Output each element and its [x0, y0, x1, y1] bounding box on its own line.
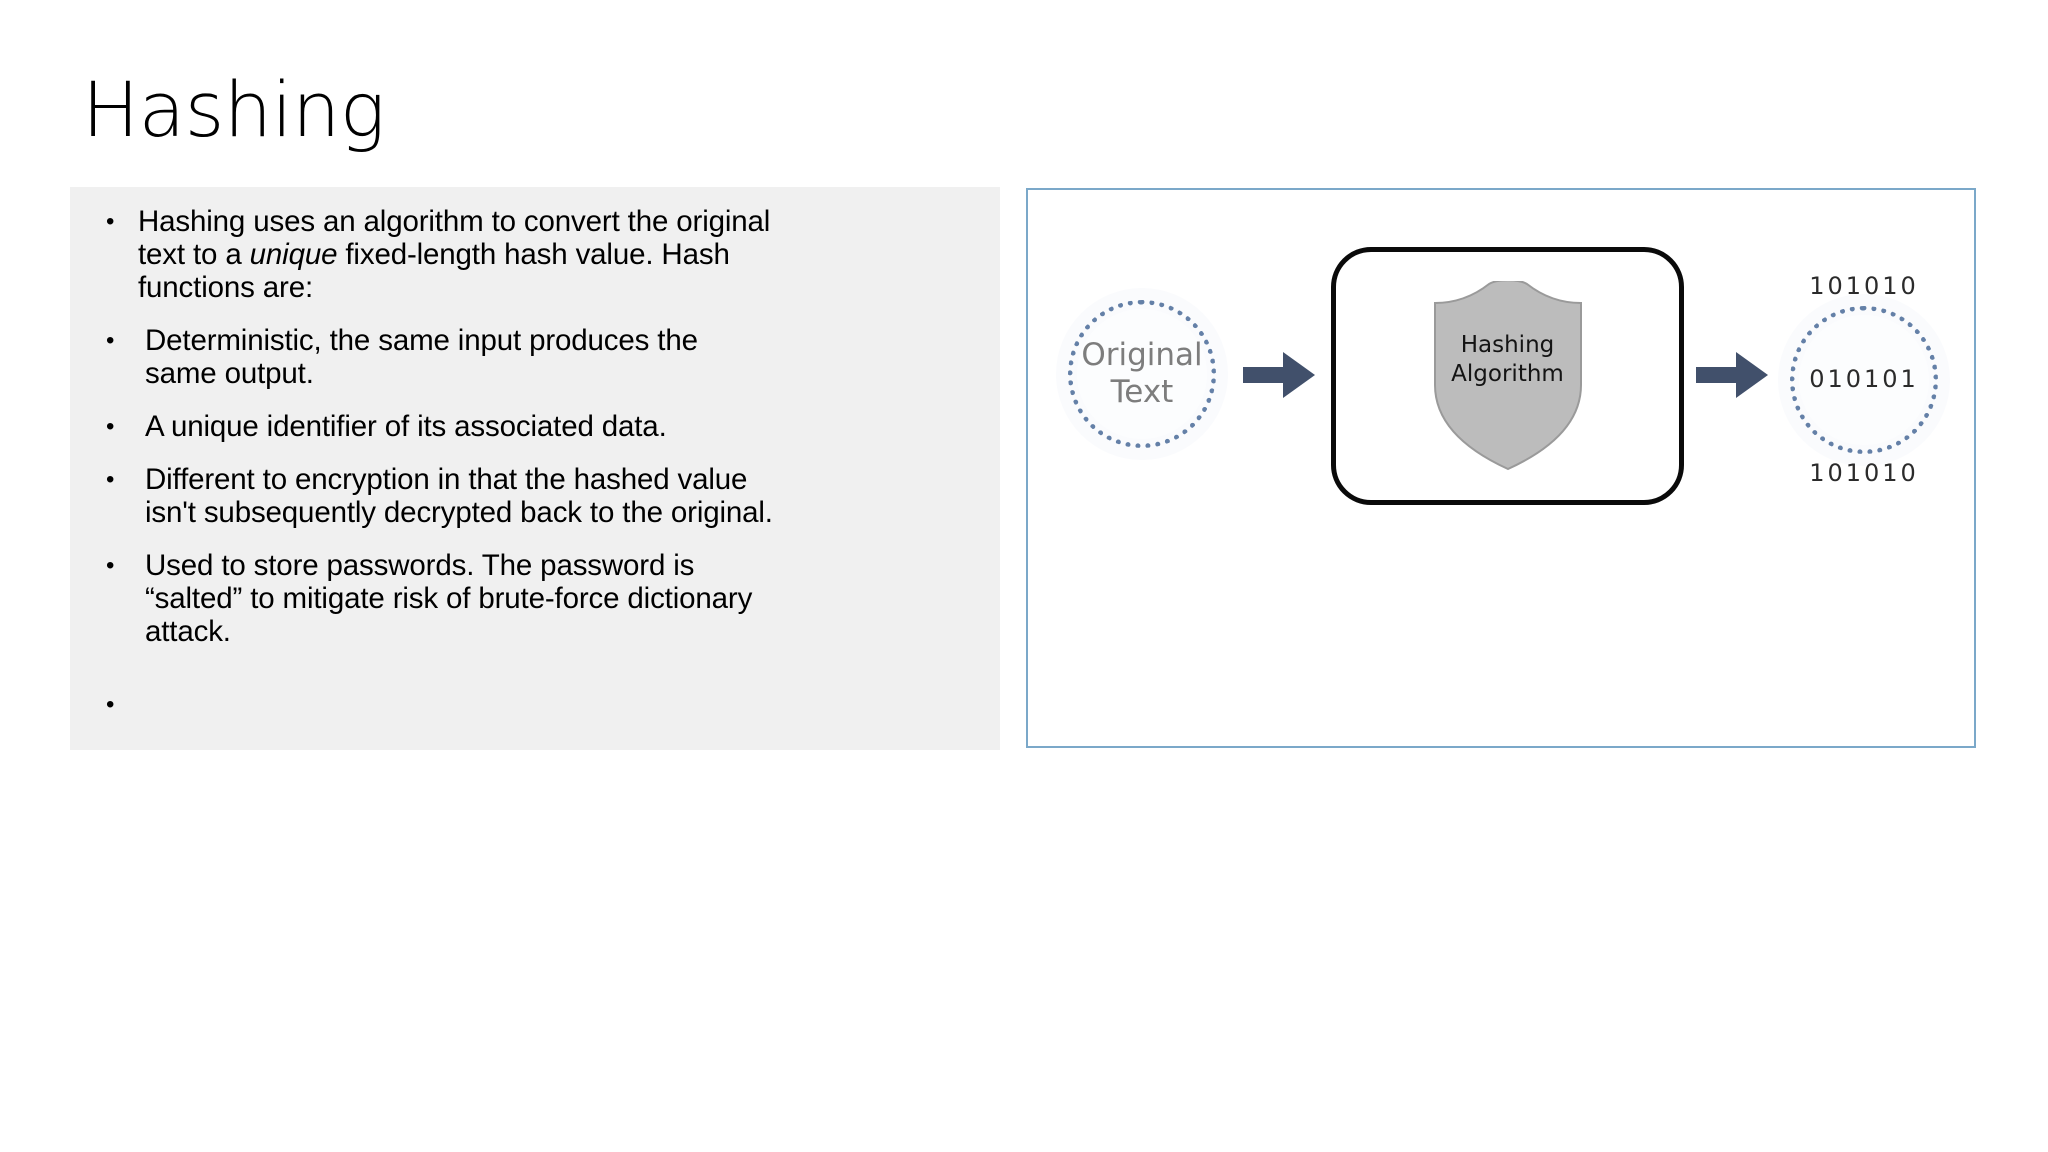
list-item: • Deterministic, the same input produces… — [106, 324, 766, 390]
shield-label-line-2: Algorithm — [1451, 361, 1564, 388]
list-item-text: Hashing uses an algorithm to convert the… — [138, 205, 796, 304]
list-item-empty: • — [106, 688, 706, 721]
list-item-emphasis: unique — [249, 238, 338, 272]
diagram-node-hashing-algorithm: Hashing Algorithm — [1331, 247, 1684, 505]
arrow-head — [1283, 352, 1315, 398]
diagram-node-original-text-label: Original Text — [1081, 337, 1202, 410]
binary-line-1: 101010 — [1809, 271, 1919, 300]
original-text-line-2: Text — [1110, 374, 1174, 410]
page-title: Hashing — [82, 65, 385, 154]
list-item: • Different to encryption in that the ha… — [106, 463, 786, 529]
hashing-flow-diagram: Original Text Hashing Algorithm — [1028, 190, 1974, 746]
bullet-glyph-icon: • — [106, 466, 115, 494]
list-item: • Used to store passwords. The password … — [106, 549, 786, 648]
arrow-head — [1736, 352, 1768, 398]
bullet-glyph-icon: • — [106, 413, 115, 441]
list-item-text-part-2: fixed-length hash value. Hash functions … — [138, 238, 730, 305]
list-item-text-part-1: Hashing uses an algorithm to convert the… — [138, 205, 771, 272]
shield-label-line-1: Hashing — [1460, 332, 1555, 358]
bullet-glyph-icon: • — [106, 552, 115, 580]
list-item-text: Different to encryption in that the hash… — [145, 463, 773, 530]
diagram-image-frame: Original Text Hashing Algorithm — [1026, 188, 1976, 748]
arrow-shaft — [1243, 367, 1287, 383]
bullet-glyph-icon: • — [106, 208, 115, 235]
bullet-glyph-icon: • — [106, 691, 115, 719]
binary-line-2: 010101 — [1809, 365, 1919, 394]
list-item: • Hashing uses an algorithm to convert t… — [106, 187, 796, 304]
list-item-text: Deterministic, the same input produces t… — [145, 324, 698, 391]
original-text-line-1: Original — [1081, 337, 1203, 374]
shield-icon: Hashing Algorithm — [1431, 281, 1585, 471]
arrow-right-icon — [1243, 352, 1315, 398]
binary-line-3: 101010 — [1809, 458, 1919, 487]
diagram-node-hash-output: 101010 010101 101010 — [1778, 272, 1950, 487]
list-item-text: A unique identifier of its associated da… — [145, 410, 667, 444]
arrow-right-icon — [1696, 352, 1768, 398]
content-text-panel: • Hashing uses an algorithm to convert t… — [70, 187, 1000, 750]
bullet-glyph-icon: • — [106, 327, 115, 355]
dotted-ring-icon — [1068, 300, 1216, 448]
shield-label: Hashing Algorithm — [1431, 331, 1585, 390]
list-item: • A unique identifier of its associated … — [106, 410, 796, 443]
arrow-shaft — [1696, 367, 1740, 383]
diagram-node-original-text: Original Text — [1056, 288, 1228, 460]
diagram-node-hash-output-label: 101010 010101 101010 — [1809, 208, 1919, 551]
list-item-text: Used to store passwords. The password is… — [145, 549, 753, 649]
dotted-ring-icon — [1790, 306, 1938, 454]
